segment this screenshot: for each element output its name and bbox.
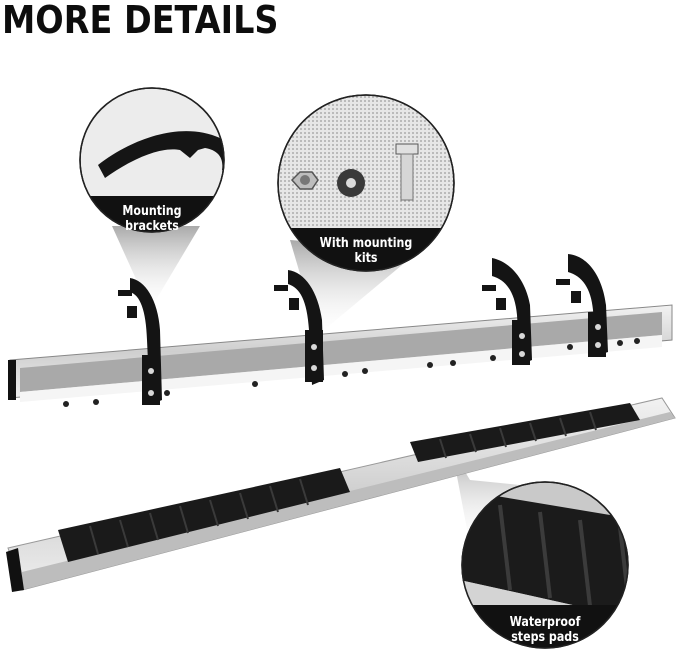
page-title: MORE DETAILS bbox=[2, 0, 279, 42]
callout-label-mounting-kits: With mounting kits bbox=[319, 236, 413, 266]
callout-label-mounting-brackets: Mounting brackets bbox=[122, 204, 182, 234]
callout-pointer bbox=[452, 450, 520, 545]
bolt-icon bbox=[395, 143, 419, 155]
callout-pointer bbox=[112, 226, 200, 310]
step-pad bbox=[410, 403, 640, 462]
callout-label-waterproof-pads: Waterproof steps pads bbox=[509, 615, 581, 645]
step-pad bbox=[58, 468, 350, 562]
running-board-top bbox=[6, 397, 676, 592]
running-board-underside bbox=[8, 254, 673, 407]
